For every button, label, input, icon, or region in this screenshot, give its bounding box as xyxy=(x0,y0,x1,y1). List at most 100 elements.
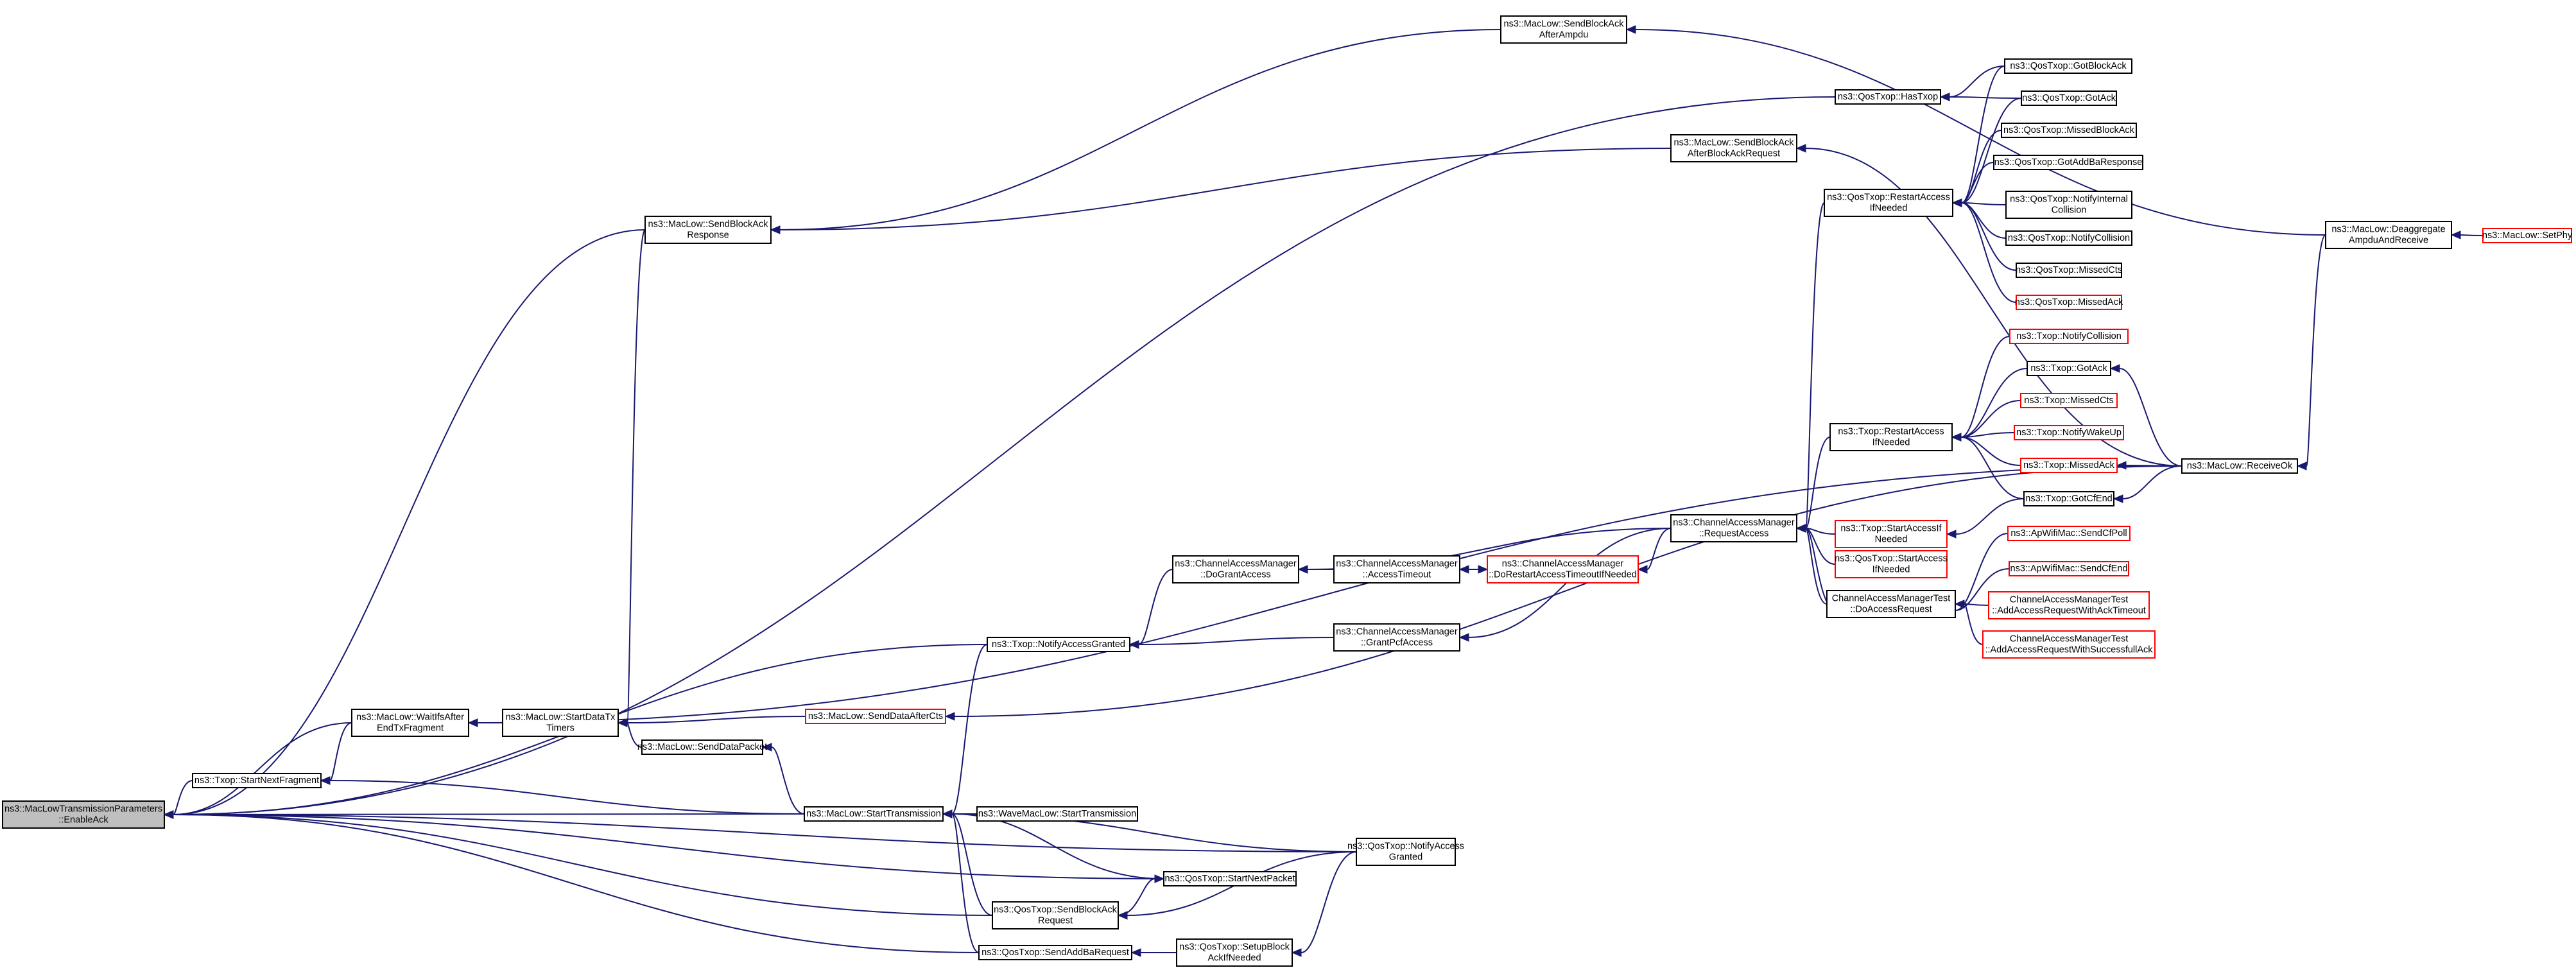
node-senddataafterrcts[interactable]: ns3::MacLow::SendDataAfterCts xyxy=(805,709,946,724)
node-camdorestart[interactable]: ns3::ChannelAccessManager::DoRestartAcce… xyxy=(1487,555,1639,583)
node-box xyxy=(502,709,619,737)
edge-starttx-to-tstartnextfrag xyxy=(320,776,805,815)
node-tgotcfend[interactable]: ns3::Txop::GotCfEnd xyxy=(2023,491,2114,506)
edge-line xyxy=(1964,603,1984,645)
node-camrequest[interactable]: ns3::ChannelAccessManager::RequestAccess xyxy=(1670,514,1797,542)
edge-line xyxy=(1805,528,1828,605)
node-qmissedblockack[interactable]: ns3::QosTxop::MissedBlockAck xyxy=(2001,123,2137,138)
edge-line xyxy=(173,814,1164,879)
arrowhead-icon xyxy=(1130,948,1141,957)
node-box xyxy=(978,945,1132,960)
node-tstartnextfrag[interactable]: ns3::Txop::StartNextFragment xyxy=(192,773,322,788)
node-senddatapacket[interactable]: ns3::MacLow::SendDataPacket xyxy=(637,739,767,755)
node-label: Granted xyxy=(1389,852,1422,862)
node-label: ::DoRestartAccessTimeoutIfNeeded xyxy=(1489,569,1637,580)
node-qnotifycoll[interactable]: ns3::QosTxop::NotifyCollision xyxy=(2005,230,2132,246)
node-label: ns3::QosTxop::StartAccess xyxy=(1835,553,1948,564)
edge-trestart-to-camrequest xyxy=(1795,436,1831,533)
node-starttx[interactable]: ns3::MacLow::StartTransmission xyxy=(804,806,944,822)
node-label: ns3::Txop::NotifyCollision xyxy=(2016,331,2122,341)
node-tgotack[interactable]: ns3::Txop::GotAck xyxy=(2027,361,2111,376)
node-qgotack[interactable]: ns3::QosTxop::GotAck xyxy=(2021,91,2117,106)
edge-line xyxy=(951,813,980,953)
node-label: Needed xyxy=(1875,534,1908,544)
edge-line xyxy=(951,813,993,916)
node-label: ns3::MacLow::StartTransmission xyxy=(806,809,941,819)
edge-tgotcfend-to-trestart xyxy=(1951,433,2025,499)
node-apsendcfpoll[interactable]: ns3::ApWifiMac::SendCfPoll xyxy=(2007,526,2131,541)
node-qstartnextpacket[interactable]: ns3::QosTxop::StartNextPacket xyxy=(1163,871,1297,886)
edge-line xyxy=(1301,851,1357,953)
node-tnotifywake[interactable]: ns3::Txop::NotifyWakeUp xyxy=(2014,425,2124,440)
node-tmissedcts[interactable]: ns3::Txop::MissedCts xyxy=(2020,393,2118,408)
node-camgrantpcf[interactable]: ns3::ChannelAccessManager::GrantPcfAcces… xyxy=(1333,623,1460,652)
edge-line xyxy=(1960,432,2015,438)
arrowhead-icon xyxy=(761,743,772,752)
edge-qgotblockack-to-qrestart xyxy=(1951,65,2005,207)
edge-sbabar-to-sbaresp xyxy=(770,148,1672,234)
node-qmissedcts[interactable]: ns3::QosTxop::MissedCts xyxy=(2016,263,2122,278)
edge-line xyxy=(771,747,805,815)
node-qmissedack[interactable]: ns3::QosTxop::MissedAck xyxy=(2015,295,2123,310)
node-label: ns3::QosTxop::GotAddBaResponse xyxy=(1994,157,2143,168)
edge-line xyxy=(329,780,805,815)
node-enableack[interactable]: ns3::MacLowTransmissionParameters::Enabl… xyxy=(2,800,165,829)
node-label: ns3::QosTxop::GotAck xyxy=(2022,93,2116,103)
node-label: ns3::ChannelAccessManager xyxy=(1502,558,1624,569)
node-box xyxy=(2020,458,2118,473)
edge-qgotblockack-to-hastxop xyxy=(1939,65,2005,101)
edge-tmissedack-to-trestart xyxy=(1951,433,2021,466)
node-camtestsucc[interactable]: ChannelAccessManagerTest::AddAccessReque… xyxy=(1982,630,2156,659)
node-receiveok[interactable]: ns3::MacLow::ReceiveOk xyxy=(2181,458,2298,474)
node-camtimeout[interactable]: ns3::ChannelAccessManager::AccessTimeout xyxy=(1333,555,1460,583)
node-label: ::AddAccessRequestWithSuccessfullAck xyxy=(1985,644,2153,655)
node-wavestarttx[interactable]: ns3::WaveMacLow::StartTransmission xyxy=(976,806,1138,822)
edge-qsendaddba-to-enableack xyxy=(163,810,980,953)
node-box xyxy=(2027,361,2111,376)
edge-qgotack-to-hastxop xyxy=(1939,92,2022,101)
arrowhead-icon xyxy=(2450,230,2461,239)
edge-line xyxy=(2306,234,2326,467)
edge-line xyxy=(2122,465,2183,499)
node-tmissedack[interactable]: ns3::Txop::MissedAck xyxy=(2020,458,2118,473)
node-tnotifycoll[interactable]: ns3::Txop::NotifyCollision xyxy=(2009,329,2129,344)
node-camtesttimeout[interactable]: ChannelAccessManagerTest::AddAccessReque… xyxy=(1988,591,2150,619)
node-label: ns3::Txop::MissedAck xyxy=(2023,460,2115,471)
edge-senddatapacket-to-startdatatx xyxy=(617,718,643,748)
node-tnotifyaccess[interactable]: ns3::Txop::NotifyAccessGranted xyxy=(987,637,1130,652)
node-setphy[interactable]: ns3::MacLow::SetPhy xyxy=(2482,228,2573,243)
node-camtest[interactable]: ChannelAccessManagerTest::DoAccessReques… xyxy=(1826,590,1956,618)
node-qsendaddba[interactable]: ns3::QosTxop::SendAddBaRequest xyxy=(978,945,1132,960)
node-label: ns3::Txop::MissedCts xyxy=(2024,395,2113,406)
node-label: AckIfNeeded xyxy=(1207,953,1261,963)
arrowhead-icon xyxy=(2296,462,2307,471)
node-camdogrant[interactable]: ns3::ChannelAccessManager::DoGrantAccess xyxy=(1172,555,1299,583)
node-apsendcfend[interactable]: ns3::ApWifiMac::SendCfEnd xyxy=(2009,561,2129,576)
node-qnotifyaccess[interactable]: ns3::QosTxop::NotifyAccessGranted xyxy=(1347,838,1464,866)
edge-line xyxy=(1118,878,1155,916)
node-sbabar[interactable]: ns3::MacLow::SendBlockAckAfterBlockAckRe… xyxy=(1670,134,1797,162)
arrowhead-icon xyxy=(1458,633,1469,642)
edge-line xyxy=(951,644,988,815)
node-box xyxy=(992,901,1119,929)
node-qgotaddba[interactable]: ns3::QosTxop::GotAddBaResponse xyxy=(1993,155,2143,170)
node-box xyxy=(2005,230,2132,246)
node-qgotblockack[interactable]: ns3::QosTxop::GotBlockAck xyxy=(2004,58,2132,74)
node-hastxop[interactable]: ns3::QosTxop::HasTxop xyxy=(1835,89,1941,105)
node-box xyxy=(1824,189,1953,217)
node-box xyxy=(1163,871,1297,886)
node-label: ns3::MacLow::WaitIfsAfter xyxy=(356,712,464,722)
edge-line xyxy=(1949,96,2022,99)
